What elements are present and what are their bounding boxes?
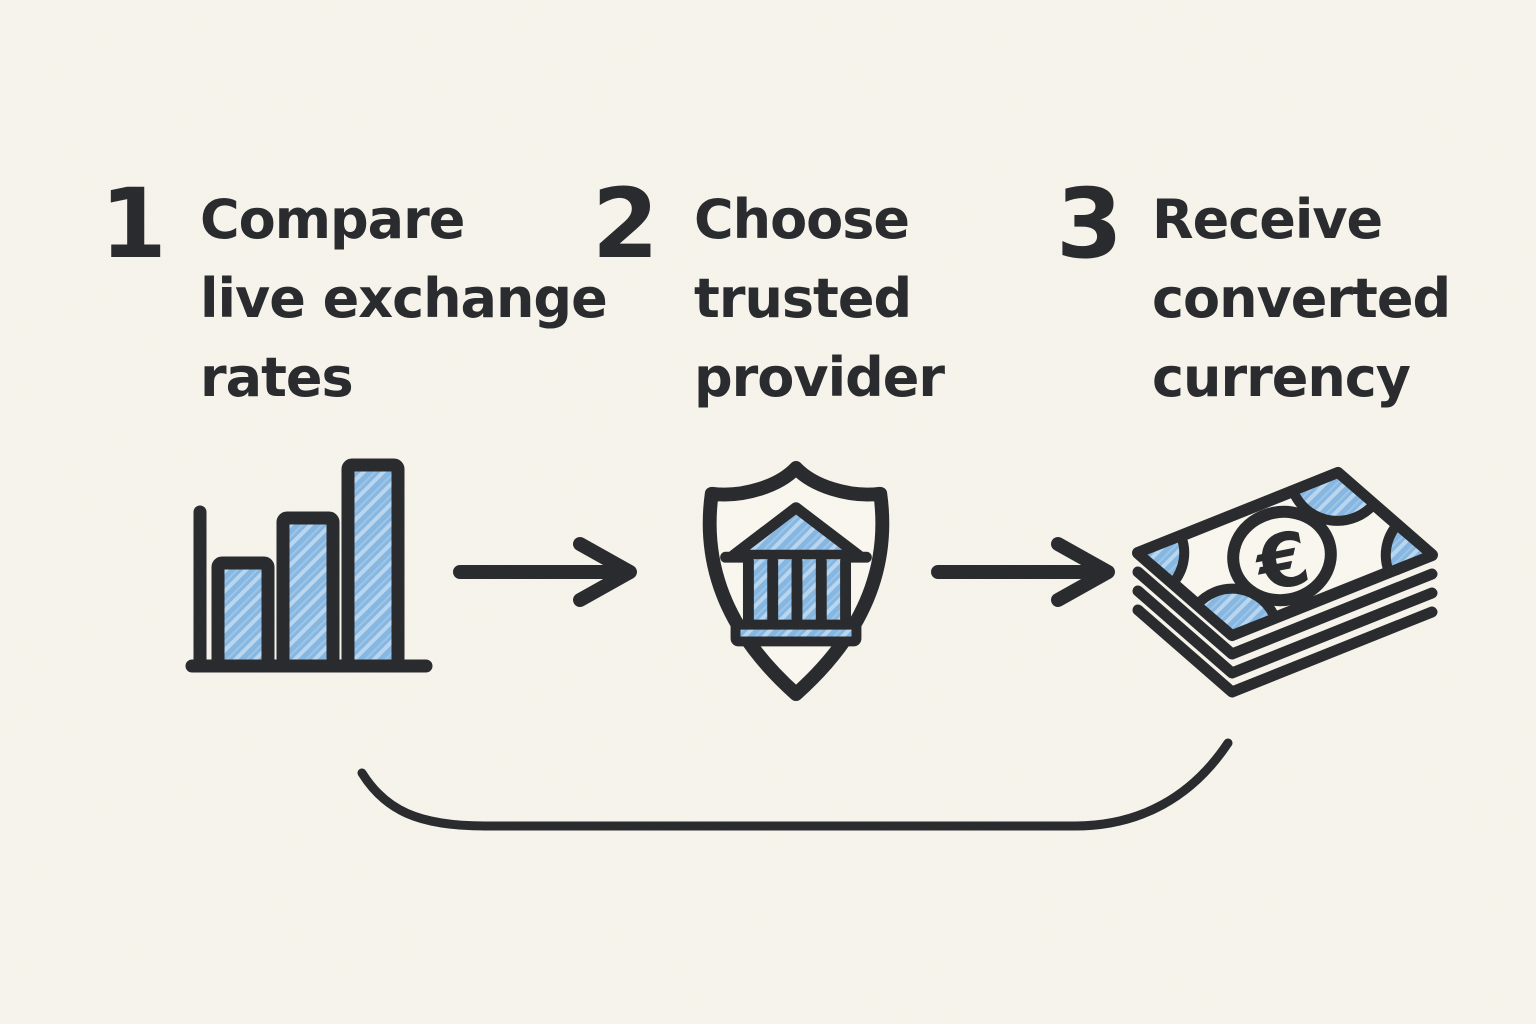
corner-wedge-right — [1380, 520, 1437, 577]
step-2-label: Choose trusted provider — [694, 188, 945, 409]
bank-base — [730, 619, 862, 647]
euro-banknotes-icon: € — [1110, 450, 1450, 720]
arrow-right-icon — [452, 537, 640, 607]
return-curve — [340, 725, 1250, 845]
bar-tall — [341, 458, 405, 673]
bar-medium — [276, 511, 340, 673]
step-1-label: Compare live exchange rates — [200, 188, 608, 409]
bar-small — [211, 556, 275, 673]
step-2-number: 2 — [592, 168, 659, 280]
arrow-right-icon — [930, 537, 1118, 607]
shield-bank-icon — [682, 452, 910, 710]
step-1-number: 1 — [100, 168, 167, 280]
step-3-label: Receive converted currency — [1152, 188, 1451, 409]
step-3-number: 3 — [1056, 168, 1123, 280]
bar-chart-icon — [185, 458, 436, 695]
